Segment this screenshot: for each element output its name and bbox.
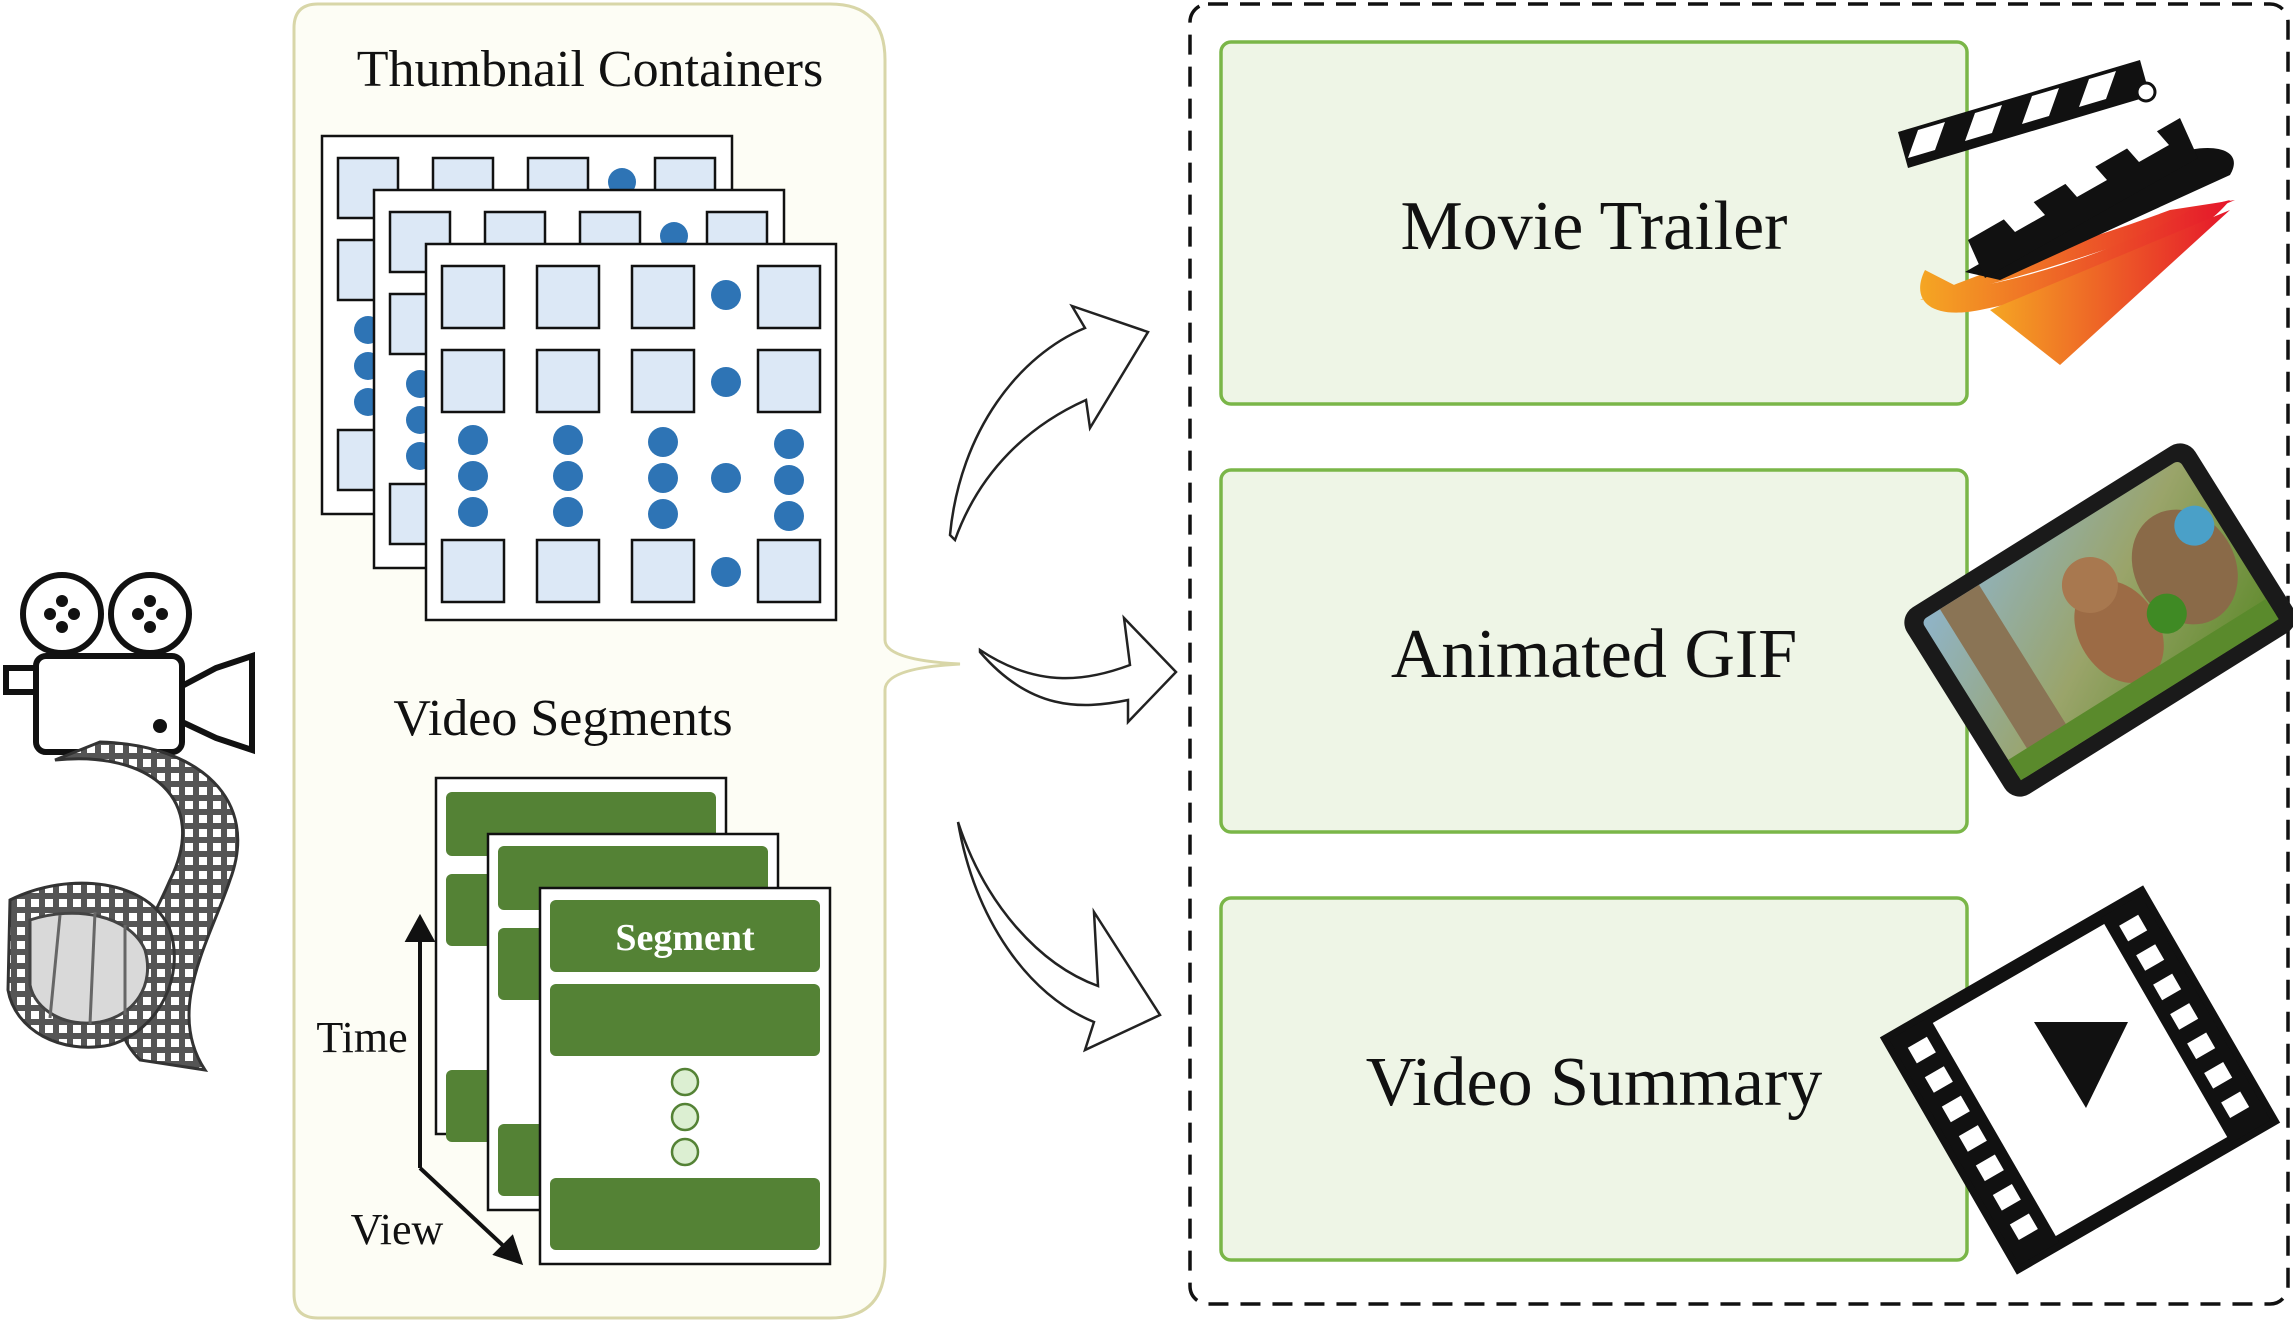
video-segments-title: Video Segments — [393, 690, 732, 747]
film-strip-icon — [6, 740, 240, 1072]
gif-frame-icon — [1904, 443, 2293, 797]
time-view-axes — [404, 913, 524, 1266]
time-axis-label: Time — [316, 1013, 407, 1062]
animated-gif-label: Animated GIF — [1391, 616, 1797, 693]
arrow-to-gif — [978, 614, 1178, 726]
output-panel-border — [1188, 2, 2290, 1306]
movie-trailer-box[interactable] — [1219, 40, 1969, 406]
movie-trailer-label: Movie Trailer — [1401, 188, 1788, 265]
video-summary-label: Video Summary — [1366, 1044, 1823, 1121]
segment-page-front — [538, 886, 832, 1266]
thumbnail-page-front — [424, 242, 838, 622]
segment-label: Segment — [615, 917, 755, 959]
video-camera-icon — [3, 572, 255, 755]
arrow-to-summary — [956, 821, 1162, 1053]
arrow-to-trailer — [948, 303, 1150, 543]
view-axis-label: View — [351, 1205, 444, 1254]
thumbnail-containers-title: Thumbnail Containers — [357, 41, 823, 98]
clapperboard-icon — [1898, 60, 2235, 365]
film-play-icon — [1879, 885, 2281, 1275]
